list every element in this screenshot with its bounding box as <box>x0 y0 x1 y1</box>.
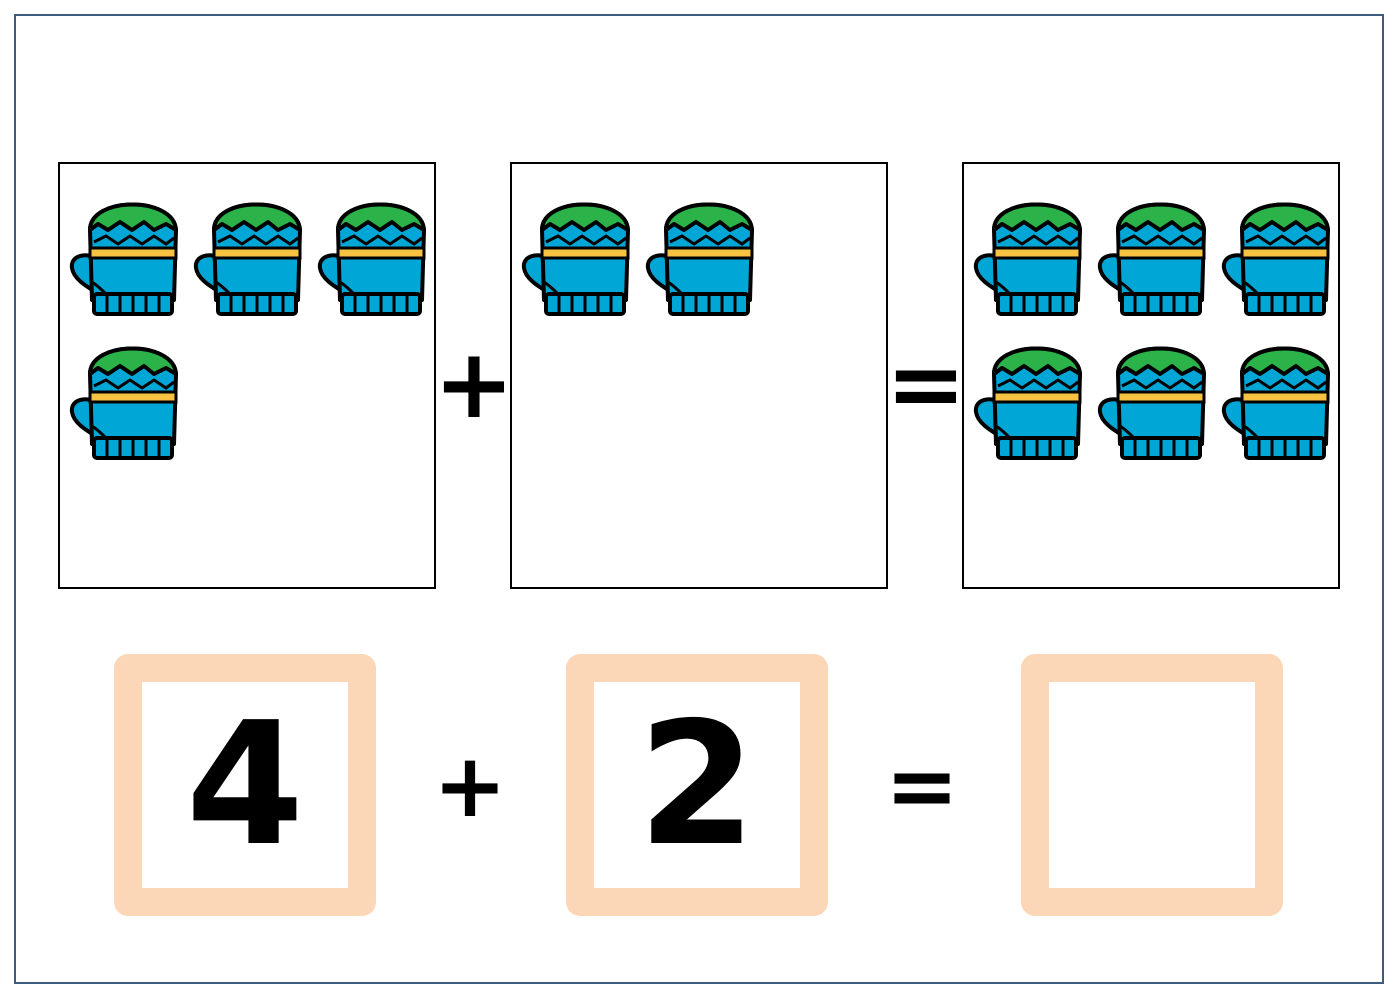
mitten-icon <box>1096 186 1214 318</box>
second-addend-number: 2 <box>637 686 757 884</box>
answer-input-box[interactable] <box>1021 654 1283 916</box>
mitten-icon <box>972 330 1090 462</box>
worksheet-frame <box>14 14 1384 984</box>
mitten-icon <box>1220 330 1338 462</box>
picture-box-sum <box>962 162 1340 589</box>
picture-box-second-addend <box>510 162 888 589</box>
equals-sign-number-row: = <box>885 734 959 837</box>
equals-sign-picture-row: = <box>885 328 967 440</box>
plus-sign-number-row: + <box>433 734 507 837</box>
number-box-first-addend: 4 <box>114 654 376 916</box>
mitten-icon <box>972 186 1090 318</box>
first-addend-number: 4 <box>185 686 305 884</box>
mitten-icon <box>68 186 186 318</box>
mitten-icon <box>192 186 310 318</box>
plus-sign-picture-row: + <box>433 328 515 440</box>
mitten-icon <box>316 186 434 318</box>
mitten-icon <box>1220 186 1338 318</box>
mitten-icon <box>520 186 638 318</box>
mitten-icon <box>644 186 762 318</box>
mitten-icon <box>68 330 186 462</box>
mitten-icon <box>1096 330 1214 462</box>
number-box-second-addend: 2 <box>566 654 828 916</box>
picture-box-first-addend <box>58 162 436 589</box>
